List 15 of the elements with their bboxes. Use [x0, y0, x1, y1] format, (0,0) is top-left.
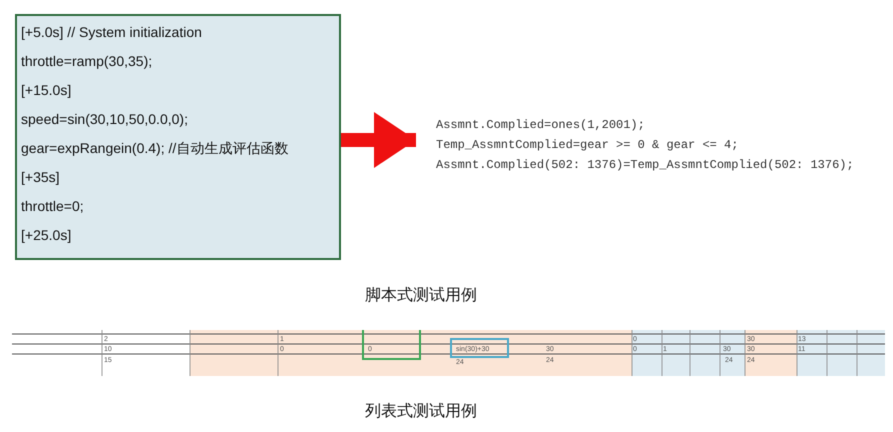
code-line: [+25.0s]: [21, 227, 72, 244]
code-line: Assmnt.Complied=ones(1,2001);: [436, 118, 646, 133]
code-line: [+5.0s] // System initialization: [21, 24, 202, 41]
code-line: gear=expRangein(0.4); //自动生成评估函数: [21, 140, 288, 157]
code-line: Assmnt.Complied(502: 1376)=Temp_AssmntComplied(502: 1376);: [436, 158, 854, 173]
code-line: [+35s]: [21, 169, 60, 186]
script-code-panel: [15, 14, 341, 260]
caption: 列表式测试用例: [365, 401, 477, 421]
code-line: throttle=0;: [21, 198, 84, 215]
code-line: Temp_AssmntComplied=gear >= 0 & gear <= 4;: [436, 138, 740, 153]
code-line: [+15.0s]: [21, 82, 72, 99]
caption: 脚本式测试用例: [365, 285, 477, 305]
code-line: speed=sin(30,10,50,0.0,0);: [21, 111, 188, 128]
code-line: throttle=ramp(30,35);: [21, 53, 152, 70]
arrow: [341, 112, 416, 168]
